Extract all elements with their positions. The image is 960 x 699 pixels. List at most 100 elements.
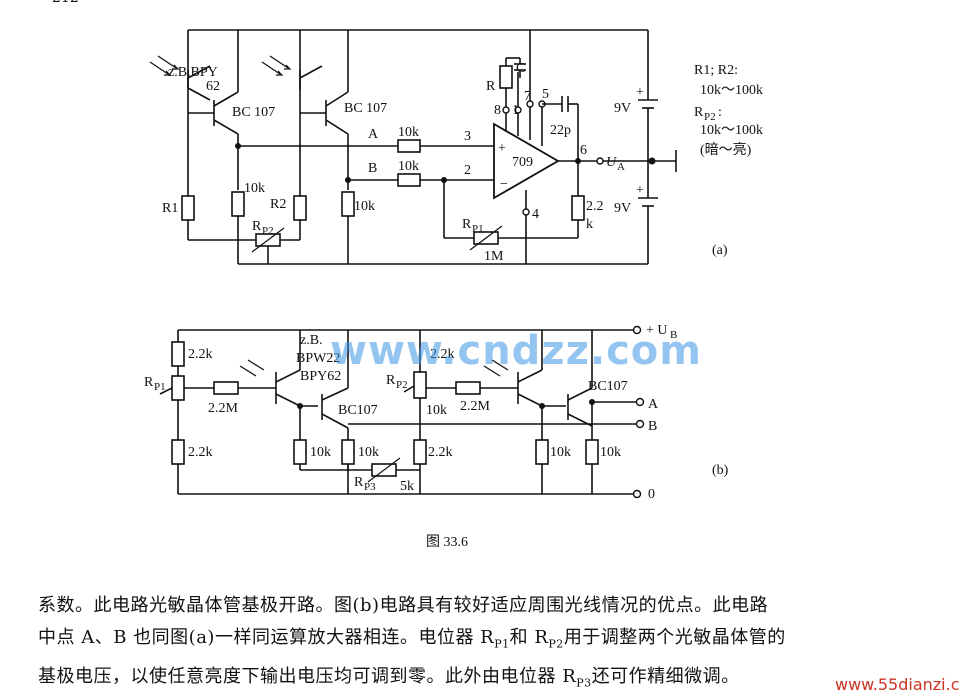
rp1-label: R (462, 217, 472, 232)
pin3-label: 3 (464, 129, 471, 144)
body-line-2-mid: 和 R (509, 627, 549, 648)
rp2-label: R (252, 219, 262, 234)
ua-sub: A (617, 161, 625, 173)
r22-unit: k (586, 217, 593, 232)
resistor-r1 (181, 195, 195, 221)
b-rp1-sub: P1 (154, 381, 166, 393)
resistor-10k-b4 (535, 439, 549, 465)
body-line-1: 系数。此电路光敏晶体管基极开路。图(b)电路具有较好适应周围光线情况的优点。此电… (38, 595, 769, 616)
resistor-2k2-m (413, 439, 427, 465)
rp3-sub: P3 (364, 481, 376, 493)
t1-label: BC 107 (232, 105, 275, 120)
body-line-3-sub: P3 (576, 676, 592, 690)
note-line-2: 10k～100k (700, 83, 763, 98)
figure-caption: 图 33.6 (426, 535, 468, 550)
body-line-2: 中点 A、B 也同图(a)一样同运算放大器相连。电位器 RP1和 RP2用于调整… (38, 622, 908, 661)
r2-label: R2 (270, 197, 286, 212)
body-line-2-sub1: P1 (494, 637, 510, 651)
circuit-a (149, 29, 677, 265)
pin1-label: 1 (512, 103, 519, 118)
resistor-10k-b2 (341, 439, 355, 465)
r22k-bl-label: 2.2k (188, 445, 213, 460)
node-b-label: B (368, 161, 377, 176)
res-a-label: 10k (398, 125, 419, 140)
potentiometer-b-rp1 (171, 375, 185, 401)
body-line-2-a: 中点 A、B 也同图(a)一样同运算放大器相连。电位器 R (38, 627, 495, 648)
transistor-t1 (187, 30, 239, 190)
page-number-fragment: 212 (52, 0, 79, 6)
resistor-2k2-bl (171, 439, 185, 465)
r22-label: 2.2 (586, 199, 604, 214)
circuit-a-labels: z.B.BPY 62 BC 107 BC 107 A B 10k 10k 3 2… (162, 61, 763, 264)
r22k-tl-label: 2.2k (188, 347, 213, 362)
ub-sub: B (670, 329, 677, 341)
pin4-label: 4 (532, 207, 539, 222)
k5-label: 5k (400, 479, 414, 494)
b-rp1-label: R (144, 375, 154, 390)
resistor-10k-b5 (585, 439, 599, 465)
m1-label: 1M (484, 249, 504, 264)
ub-label: + U (646, 323, 668, 338)
plus-top: + (636, 85, 644, 100)
resistor-r2 (293, 195, 307, 221)
node-a-label: A (368, 127, 379, 142)
resistor-2m2-1 (213, 381, 239, 395)
opamp-709 (493, 122, 600, 200)
note-line-3: R (694, 105, 704, 120)
note-line-3-sub: P2 (704, 111, 716, 123)
b-t2-label: BC107 (588, 379, 628, 394)
v9-top-label: 9V (614, 101, 631, 116)
watermark: www.cndzz.com (330, 328, 702, 374)
b-r10k-1-label: 10k (310, 445, 331, 460)
b-rp2-label: R (386, 373, 396, 388)
potentiometer-b-rp2 (413, 371, 427, 399)
body-line-3-a: 基极电压，以使任意亮度下输出电压均可调到零。此外由电位器 R (38, 665, 577, 687)
gnd-label: 0 (648, 487, 655, 502)
b-rp2-sub: P2 (396, 379, 408, 391)
resistor-10k-b1 (293, 439, 307, 465)
ua-label: U (606, 155, 617, 170)
body-line-3: 基极电压，以使任意亮度下输出电压均可调到零。此外由电位器 RP3还可作精细微调。 (38, 661, 908, 699)
pin2-label: 2 (464, 163, 471, 178)
resistor-2k2-tl (171, 341, 185, 367)
resistor-2m2-2 (455, 381, 481, 395)
note-line-3-tail: : (718, 105, 722, 120)
r-top-label: R (486, 79, 496, 94)
resistor-b (397, 173, 421, 187)
plus-bot: + (636, 183, 644, 198)
note-line-5: (暗～亮) (700, 141, 752, 158)
b-r10k-4-label: 10k (550, 445, 571, 460)
pin6-label: 6 (580, 143, 587, 158)
r1-label: R1 (162, 201, 178, 216)
opamp-label: 709 (512, 155, 533, 170)
rp2-sub: P2 (262, 225, 274, 237)
out-b-label: B (648, 419, 657, 434)
pin5-label: 5 (542, 87, 549, 102)
phototransistor-1 (149, 30, 211, 104)
circuit-a-label: (a) (712, 243, 728, 258)
b-r10k-2-label: 10k (358, 445, 379, 460)
resistor-10k-2 (341, 191, 355, 217)
r10k-2-label: 10k (354, 199, 375, 214)
r22k-m-label: 2.2k (428, 445, 453, 460)
circuit-b (159, 325, 645, 499)
b-t1-label: BC107 (338, 403, 378, 418)
circuit-b-label: (b) (712, 463, 729, 478)
rp1-sub: P1 (472, 223, 484, 235)
plus-label: + (498, 141, 506, 156)
resistor-2k2-out (571, 195, 585, 221)
note-line-1: R1; R2: (694, 63, 738, 78)
body-text: 系数。此电路光敏晶体管基极开路。图(b)电路具有较好适应周围光线情况的优点。此电… (38, 590, 908, 699)
b-r10k-5-label: 10k (600, 445, 621, 460)
site-watermark: www.55dianzi.com (835, 675, 960, 694)
resistor-r-top (499, 65, 513, 89)
cap-label: C (516, 61, 525, 76)
b-r10k-3-label: 10k (426, 403, 447, 418)
body-line-2-tail: 用于调整两个光敏晶体管的 (563, 627, 786, 648)
photo-b-2: BPW22 (296, 351, 340, 366)
out-a-label: A (648, 397, 659, 412)
rp3-label: R (354, 475, 364, 490)
r22k-top-label: 2.2k (430, 347, 455, 362)
resistor-10k-1 (231, 191, 245, 217)
